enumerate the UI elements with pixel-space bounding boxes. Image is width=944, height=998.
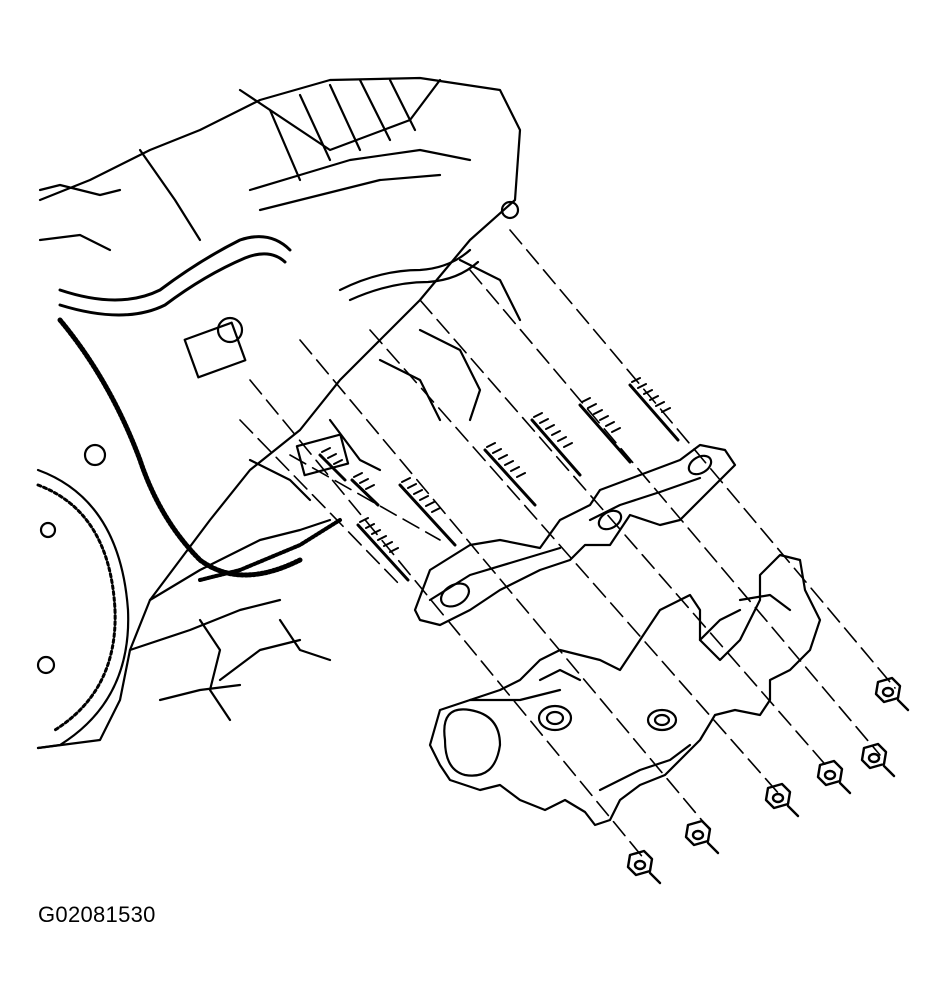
nut-6 — [626, 849, 662, 885]
nuts — [626, 676, 910, 885]
wiring-harness — [57, 317, 303, 578]
studs — [318, 377, 680, 582]
nut-4 — [764, 782, 800, 818]
stud-2 — [578, 397, 632, 464]
flywheel — [36, 468, 130, 750]
stud-4 — [483, 442, 537, 507]
nut-2 — [860, 742, 896, 778]
stud-8 — [350, 472, 380, 507]
engine-block — [36, 76, 522, 750]
manifold-flange-front — [443, 708, 502, 777]
heat-shield — [413, 443, 737, 627]
nut-3 — [816, 759, 852, 795]
engine-assembly — [36, 76, 522, 750]
alignment-lines — [239, 229, 896, 861]
nut-1 — [874, 676, 910, 712]
figure-id-label: G02081530 — [38, 902, 156, 927]
coolant-hose — [58, 235, 292, 302]
stud-1 — [628, 377, 680, 442]
exhaust-manifold — [428, 553, 822, 827]
nut-5 — [684, 819, 720, 855]
stud-6 — [356, 517, 410, 582]
stud-7 — [318, 447, 347, 482]
stud-5 — [398, 477, 457, 547]
stud-3 — [530, 412, 582, 477]
